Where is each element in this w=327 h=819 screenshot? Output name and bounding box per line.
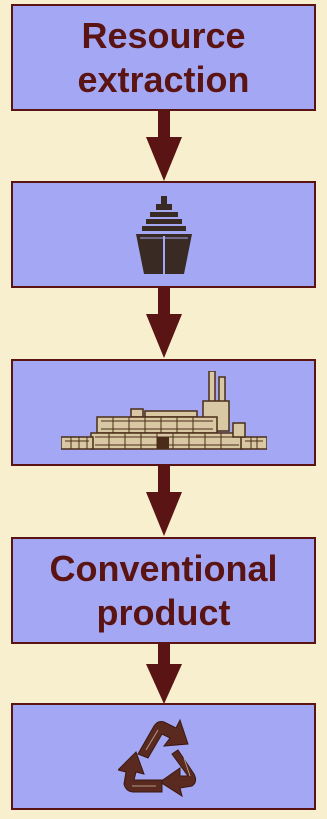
step-shipping <box>11 181 316 288</box>
step-label: Resource extraction <box>77 14 249 102</box>
arrow-down-icon <box>146 288 182 358</box>
recycle-icon <box>117 718 196 797</box>
step-recycling <box>11 703 316 810</box>
step-label-line1: Resource <box>81 14 246 56</box>
factory-icon <box>60 370 267 450</box>
arrow-down-icon <box>146 644 182 704</box>
step-manufacturing <box>11 359 316 466</box>
arrow-down-icon <box>146 466 182 536</box>
arrow-down-icon <box>146 111 182 181</box>
step-resource-extraction: Resource extraction <box>11 4 316 111</box>
step-label-line2: product <box>96 591 231 633</box>
step-conventional-product: Conventional product <box>11 537 316 644</box>
step-label-line1: Conventional <box>49 547 278 589</box>
step-label-line2: extraction <box>77 58 250 100</box>
ship-icon <box>135 195 192 274</box>
step-label: Conventional product <box>49 547 277 635</box>
